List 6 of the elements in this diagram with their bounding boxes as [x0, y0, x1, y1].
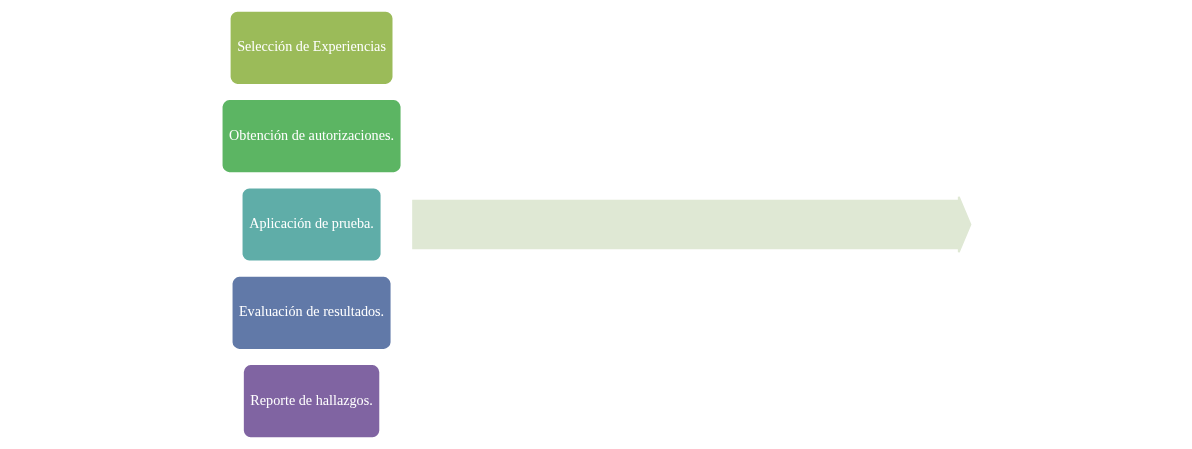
node-box: Aplicación de prueba. — [240, 186, 383, 263]
node-box: Evaluación de resultados. — [230, 274, 393, 351]
node-box: Obtención de autorizaciones. — [220, 98, 403, 175]
node-arrow — [412, 195, 972, 254]
node-box: Reporte de hallazgos. — [241, 363, 382, 440]
node-box: Selección de Experiencias — [228, 9, 395, 86]
